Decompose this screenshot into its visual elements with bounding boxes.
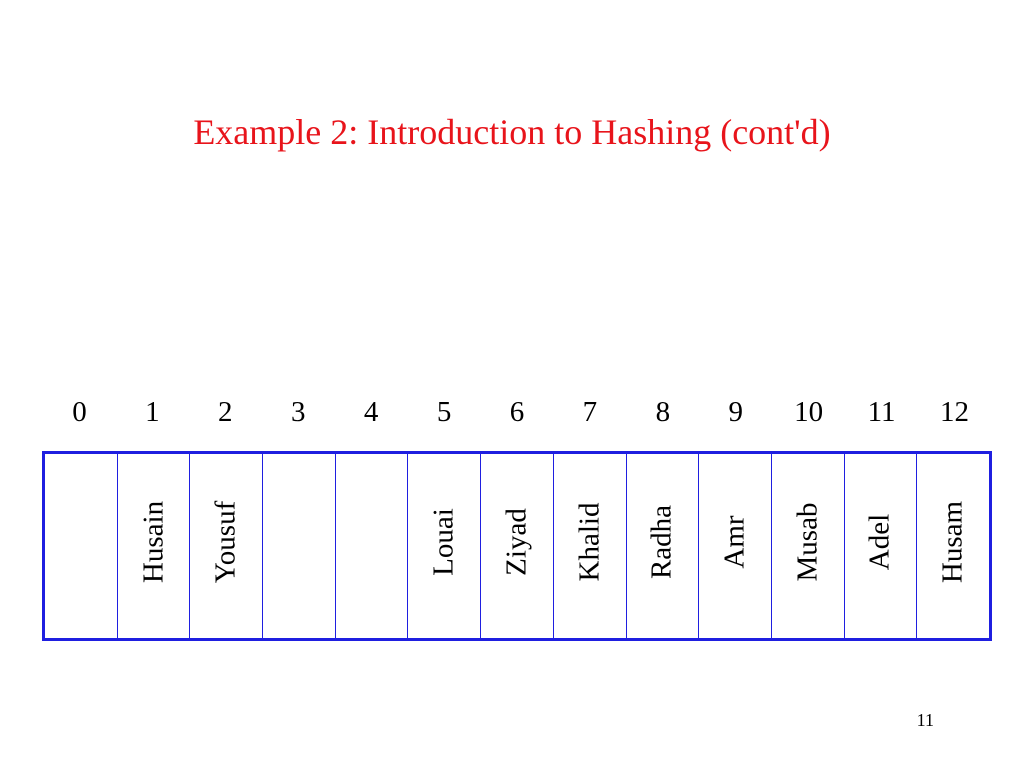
hash-table-cell: Husain [118, 454, 191, 638]
hash-table-cell: Khalid [554, 454, 627, 638]
index-label: 8 [655, 396, 671, 428]
hash-table-cell: Radha [627, 454, 700, 638]
hash-table-cell: Louai [408, 454, 482, 638]
cell-name: Husain [137, 500, 170, 584]
hash-table-cell: Musab [772, 454, 845, 638]
hash-table-cell [263, 454, 336, 638]
hash-table-cell: Amr [699, 454, 772, 638]
index-label: 5 [436, 396, 452, 428]
hash-table-cell [336, 454, 409, 638]
cell-name: Ziyad [500, 508, 533, 576]
index-label: 2 [218, 396, 233, 428]
hash-table-cell: Adel [845, 454, 918, 638]
index-label: 6 [509, 396, 525, 428]
index-label: 10 [794, 396, 824, 428]
index-label: 4 [363, 396, 379, 428]
hash-table: Husain Yousuf Louai Ziyad Khalid Radha Amr Musa… [42, 451, 992, 641]
hash-table-cell: Ziyad [481, 454, 554, 638]
hash-table-cell: Yousuf [190, 454, 264, 638]
cell-name: Amr [718, 515, 751, 569]
cell-name: Radha [645, 504, 678, 580]
index-label: 9 [728, 396, 744, 428]
cell-name: Musab [791, 502, 824, 582]
index-label: 11 [867, 396, 896, 428]
index-label: 3 [290, 396, 306, 428]
cell-name: Louai [427, 508, 460, 576]
cell-name: Khalid [573, 502, 606, 582]
slide-title: Example 2: Introduction to Hashing (cont… [193, 112, 831, 152]
hash-table-cell: Husam [917, 454, 989, 638]
index-label: 7 [582, 396, 598, 428]
index-label: 0 [72, 396, 87, 428]
cell-name: Yousuf [209, 500, 242, 584]
index-label: 12 [940, 396, 970, 428]
page-number: 11 [916, 710, 934, 730]
cell-name: Adel [863, 513, 896, 571]
index-label: 1 [145, 396, 160, 428]
hash-table-cell [45, 454, 118, 638]
cell-name: Husam [936, 500, 969, 584]
